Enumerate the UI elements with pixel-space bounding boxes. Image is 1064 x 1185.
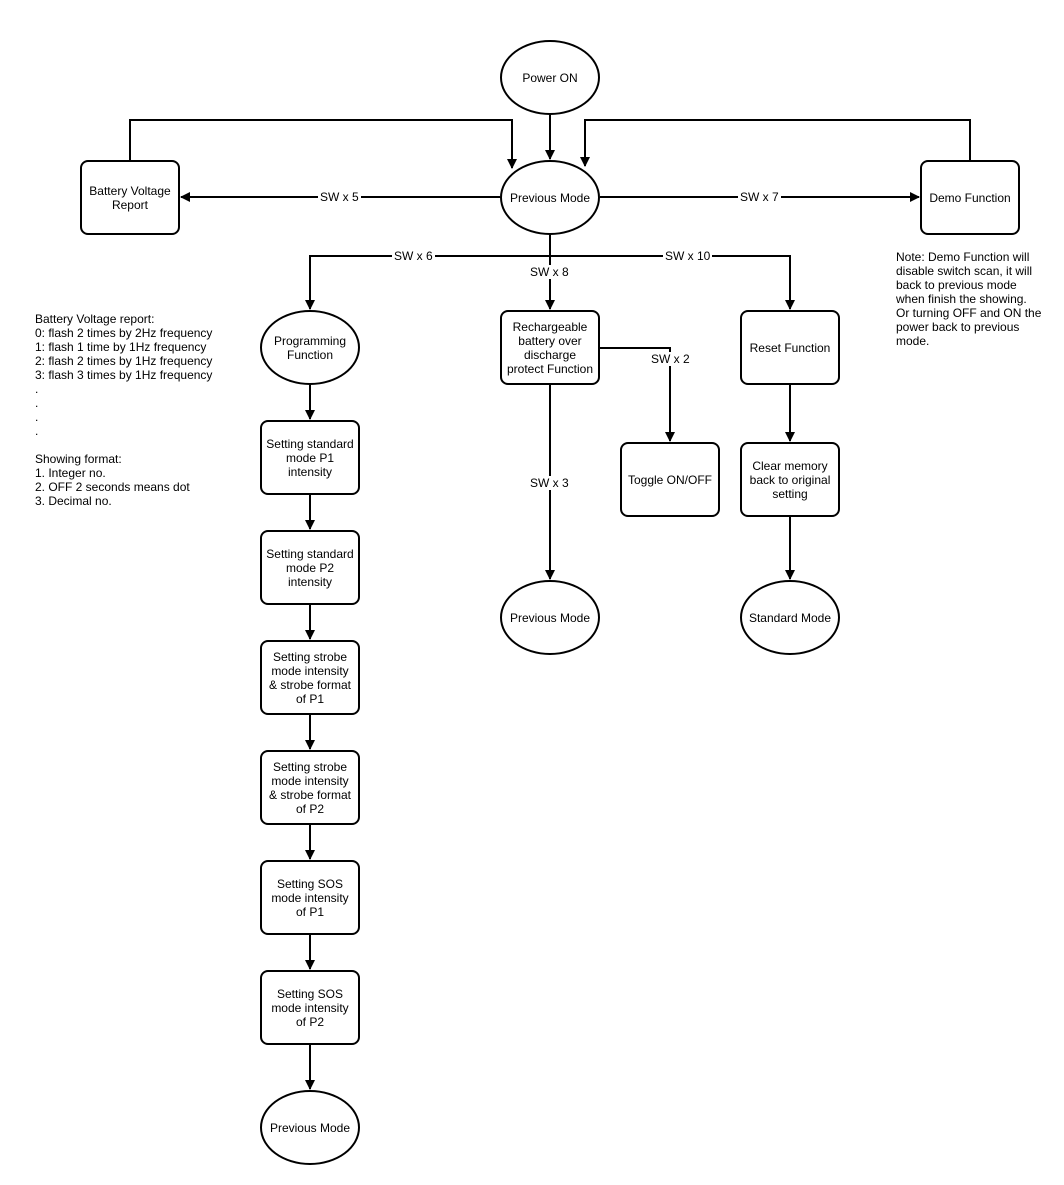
- demo-function-note: Note: Demo Function will disable switch …: [896, 250, 1042, 348]
- setting-std-p2-label: Setting standard mode P2 intensity: [266, 546, 354, 589]
- edge-sw10: [550, 255, 795, 310]
- previous-mode-center-node: Previous Mode: [500, 580, 600, 655]
- setting-std-p1-node: Setting standard mode P1 intensity: [260, 420, 360, 495]
- edge-label-sw2: SW x 2: [649, 352, 692, 366]
- edge-sw6: [305, 255, 550, 310]
- setting-sos-p1-node: Setting SOS mode intensity of P1: [260, 860, 360, 935]
- edge-sw2: [600, 347, 675, 442]
- standard-mode-label: Standard Mode: [748, 610, 832, 625]
- setting-std-p1-label: Setting standard mode P1 intensity: [266, 436, 354, 479]
- toggle-on-off-node: Toggle ON/OFF: [620, 442, 720, 517]
- edge-label-sw10: SW x 10: [663, 249, 713, 263]
- programming-function-node: Programming Function: [260, 310, 360, 385]
- demo-function-label: Demo Function: [929, 190, 1011, 205]
- edge-label-sw6: SW x 6: [392, 249, 435, 263]
- setting-strobe-p2-label: Setting strobe mode intensity & strobe f…: [268, 759, 352, 816]
- reset-function-label: Reset Function: [749, 340, 831, 355]
- setting-std-p2-node: Setting standard mode P2 intensity: [260, 530, 360, 605]
- reset-function-node: Reset Function: [740, 310, 840, 385]
- programming-function-label: Programming Function: [273, 333, 347, 362]
- setting-sos-p2-node: Setting SOS mode intensity of P2: [260, 970, 360, 1045]
- previous-mode-main-label: Previous Mode: [509, 190, 591, 205]
- setting-strobe-p1-node: Setting strobe mode intensity & strobe f…: [260, 640, 360, 715]
- edge-label-sw8: SW x 8: [528, 265, 571, 279]
- setting-strobe-p1-label: Setting strobe mode intensity & strobe f…: [268, 649, 352, 706]
- power-on-label: Power ON: [522, 70, 578, 85]
- clear-memory-node: Clear memory back to original setting: [740, 442, 840, 517]
- previous-mode-main-node: Previous Mode: [500, 160, 600, 235]
- setting-sos-p1-label: Setting SOS mode intensity of P1: [271, 876, 349, 919]
- previous-mode-center-label: Previous Mode: [509, 610, 591, 625]
- previous-mode-bottom-label: Previous Mode: [269, 1120, 351, 1135]
- clear-memory-label: Clear memory back to original setting: [749, 458, 831, 501]
- setting-sos-p2-label: Setting SOS mode intensity of P2: [271, 986, 349, 1029]
- standard-mode-node: Standard Mode: [740, 580, 840, 655]
- rechargeable-battery-label: Rechargeable battery over discharge prot…: [506, 319, 594, 376]
- edge-battery-loop: [129, 119, 517, 169]
- toggle-on-off-label: Toggle ON/OFF: [627, 472, 713, 487]
- edge-label-sw5: SW x 5: [318, 190, 361, 204]
- setting-strobe-p2-node: Setting strobe mode intensity & strobe f…: [260, 750, 360, 825]
- previous-mode-bottom-node: Previous Mode: [260, 1090, 360, 1165]
- edge-label-sw7: SW x 7: [738, 190, 781, 204]
- battery-report-note: Battery Voltage report: 0: flash 2 times…: [35, 312, 213, 508]
- rechargeable-battery-node: Rechargeable battery over discharge prot…: [500, 310, 600, 385]
- edge-label-sw3: SW x 3: [528, 476, 571, 490]
- battery-voltage-report-node: Battery Voltage Report: [80, 160, 180, 235]
- power-on-node: Power ON: [500, 40, 600, 115]
- battery-voltage-report-label: Battery Voltage Report: [89, 183, 171, 212]
- demo-function-node: Demo Function: [920, 160, 1020, 235]
- edge-demo-loop: [580, 119, 971, 167]
